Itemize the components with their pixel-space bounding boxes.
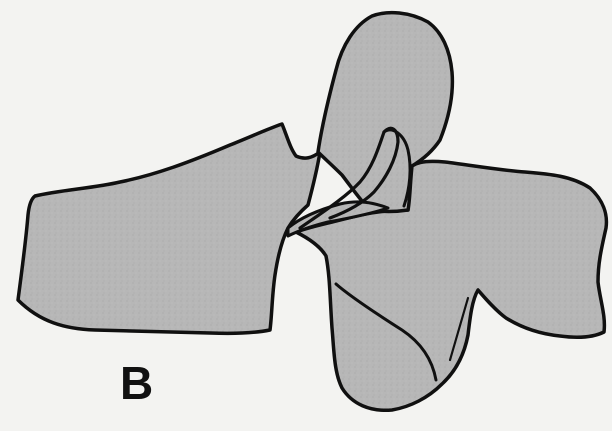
- panel-label: B: [120, 360, 153, 406]
- vertebral-body: [18, 124, 320, 333]
